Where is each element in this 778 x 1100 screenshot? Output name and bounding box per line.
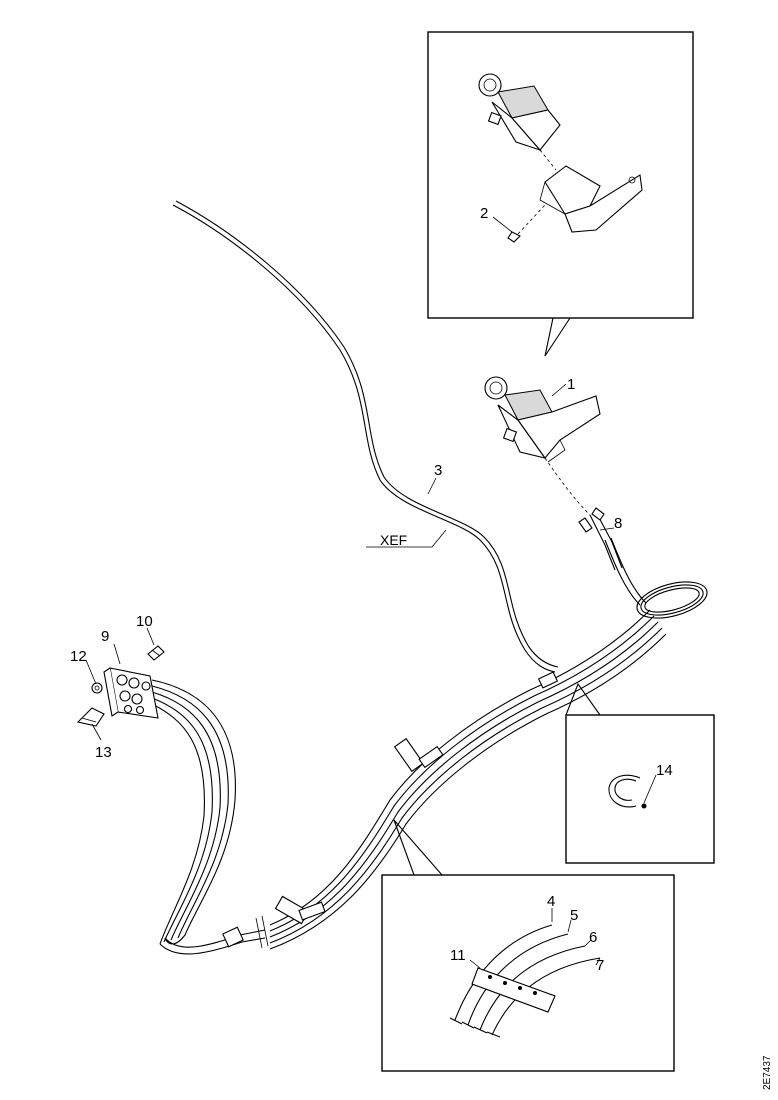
harness-clip: [537, 671, 559, 689]
harness-clip: [393, 737, 444, 773]
callout-5: 5: [570, 907, 578, 924]
detail-pointer: [544, 317, 571, 357]
callout-9: 9: [101, 628, 109, 645]
harness-clip: [274, 895, 326, 925]
connector-block-9: [103, 667, 159, 719]
detail-pointer: [393, 819, 443, 876]
cable-code-label: XEF: [380, 532, 407, 548]
callout-13: 13: [95, 744, 112, 761]
callout-8: 8: [614, 515, 622, 532]
callout-4: 4: [547, 893, 555, 910]
detail-box-switch: [427, 31, 694, 319]
detail-box-clip: [565, 714, 715, 864]
harness-loop: [604, 537, 708, 619]
harness-clip: [222, 926, 244, 948]
callout-10: 10: [136, 613, 153, 630]
callout-6: 6: [589, 929, 597, 946]
plug-13: [76, 707, 105, 727]
harness-bundle: [151, 609, 667, 955]
reference-number: 2E7437: [762, 1055, 773, 1090]
switch-1: [484, 376, 601, 516]
wire-terminal-8: [578, 507, 623, 571]
callout-2: 2: [480, 205, 488, 222]
callout-3: 3: [434, 462, 442, 479]
callout-11: 11: [450, 947, 466, 964]
main-cable-3: [172, 200, 559, 673]
callout-14: 14: [656, 762, 673, 779]
leader-lines: [85, 216, 657, 969]
detail-pointer: [565, 682, 601, 716]
callout-12: 12: [70, 648, 87, 665]
detail-box-wires: [381, 874, 675, 1072]
screw-10: [147, 645, 165, 661]
nut-12: [91, 682, 103, 694]
callout-7: 7: [596, 957, 604, 974]
callout-1: 1: [567, 376, 575, 393]
